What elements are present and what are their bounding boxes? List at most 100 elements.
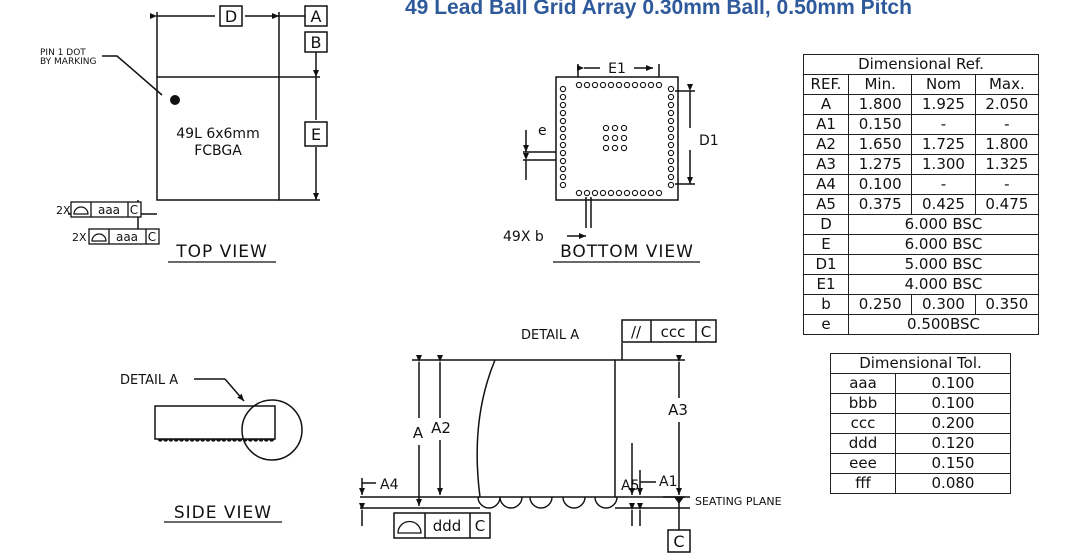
flatness-datum: C — [475, 517, 485, 535]
detail-ball-row — [477, 496, 618, 509]
datum-c-label: C — [673, 532, 684, 551]
tol2-value: aaa — [116, 230, 138, 244]
ball — [263, 438, 269, 442]
ref-cell: A4 — [803, 174, 849, 195]
ref-cell: b — [803, 294, 849, 315]
ball — [163, 438, 169, 442]
dim-a5-label: A5 — [621, 478, 639, 494]
ref-cell: A2 — [803, 134, 849, 155]
ball — [583, 81, 591, 89]
tol-symbol-cell: ddd — [830, 433, 896, 454]
tol2-datum: C — [148, 230, 156, 244]
ball — [221, 438, 227, 442]
dim-pitch-label: e — [538, 123, 547, 139]
ball — [667, 149, 675, 157]
ball — [210, 438, 216, 442]
pin1-note-line1: PIN 1 DOT — [40, 48, 86, 58]
bsc-cell: 6.000 BSC — [848, 234, 1039, 255]
dimensional-tol-title: Dimensional Tol. — [830, 353, 1011, 374]
dim-e-label: E — [311, 125, 321, 144]
nom-cell: - — [911, 114, 976, 135]
dim-d-label: D — [225, 7, 237, 26]
ball — [591, 189, 599, 197]
ball — [667, 141, 675, 149]
nom-cell: 1.300 — [911, 154, 976, 175]
bsc-cell: 6.000 BSC — [848, 214, 1039, 235]
ball — [157, 438, 163, 442]
min-cell: 0.375 — [847, 194, 913, 215]
ball — [216, 438, 222, 442]
tol-value-cell: 0.200 — [895, 413, 1011, 434]
tol-value-cell: 0.080 — [895, 473, 1011, 494]
parallelism-frame: // ccc C — [621, 319, 717, 343]
ball — [559, 117, 567, 125]
ball — [611, 134, 619, 142]
ball — [667, 85, 675, 93]
ball — [258, 438, 264, 442]
seating-plane-marker — [674, 497, 684, 504]
profile-surface-icon — [397, 520, 422, 534]
dim-a2-label: A2 — [431, 419, 451, 437]
ref-cell: E — [803, 234, 849, 255]
parallel-tol-value: ccc — [661, 323, 686, 341]
max-cell: 1.325 — [974, 154, 1040, 175]
package-name-line2: FCBGA — [194, 143, 242, 159]
ball — [205, 438, 211, 442]
ball — [620, 134, 628, 142]
datum-a-label: A — [311, 7, 322, 26]
dim-a4-label: A4 — [380, 477, 399, 493]
profile-surface-icon — [91, 233, 107, 242]
ball — [667, 165, 675, 173]
ball — [620, 144, 628, 152]
ball — [231, 438, 238, 442]
tol-symbol-cell: ccc — [830, 413, 896, 434]
ball — [226, 438, 232, 442]
ball — [667, 173, 675, 181]
bottom-view — [523, 64, 695, 239]
dim-d-box — [219, 5, 243, 27]
ball — [602, 124, 610, 132]
dim-e1-label: E1 — [608, 61, 626, 77]
pin1-dot — [170, 95, 180, 105]
tol-value-cell: 0.100 — [895, 393, 1011, 414]
parallel-tol-datum: C — [701, 323, 711, 341]
ref-cell: D1 — [803, 254, 849, 275]
ball — [559, 101, 567, 109]
top-view — [68, 12, 320, 240]
ball — [200, 438, 206, 442]
ref-cell: A5 — [803, 194, 849, 215]
ball — [559, 173, 567, 181]
ref-cell: D — [803, 214, 849, 235]
nom-cell: 0.425 — [911, 194, 976, 215]
tol-value-cell: 0.150 — [895, 453, 1011, 474]
ball — [607, 81, 615, 89]
datum-b-box — [304, 31, 328, 53]
bsc-cell: 0.500BSC — [848, 314, 1039, 335]
ball — [594, 496, 618, 509]
tol-value-cell: 0.100 — [895, 373, 1011, 394]
ball — [639, 189, 647, 197]
tol1-prefix: 2X — [56, 204, 71, 217]
tol-symbol-cell: fff — [830, 473, 896, 494]
top-tolerance-frame-1: 2X aaa C — [56, 201, 142, 218]
ball — [667, 101, 675, 109]
ball — [611, 144, 619, 152]
ball — [602, 144, 610, 152]
profile-surface-icon — [73, 206, 89, 215]
max-cell: 1.800 — [974, 134, 1040, 155]
tol1-datum: C — [130, 203, 138, 217]
ball — [667, 109, 675, 117]
dim-a1-label: A1 — [659, 474, 677, 490]
ball — [611, 124, 619, 132]
side-detail-label: DETAIL A — [120, 373, 178, 388]
ball — [575, 189, 583, 197]
